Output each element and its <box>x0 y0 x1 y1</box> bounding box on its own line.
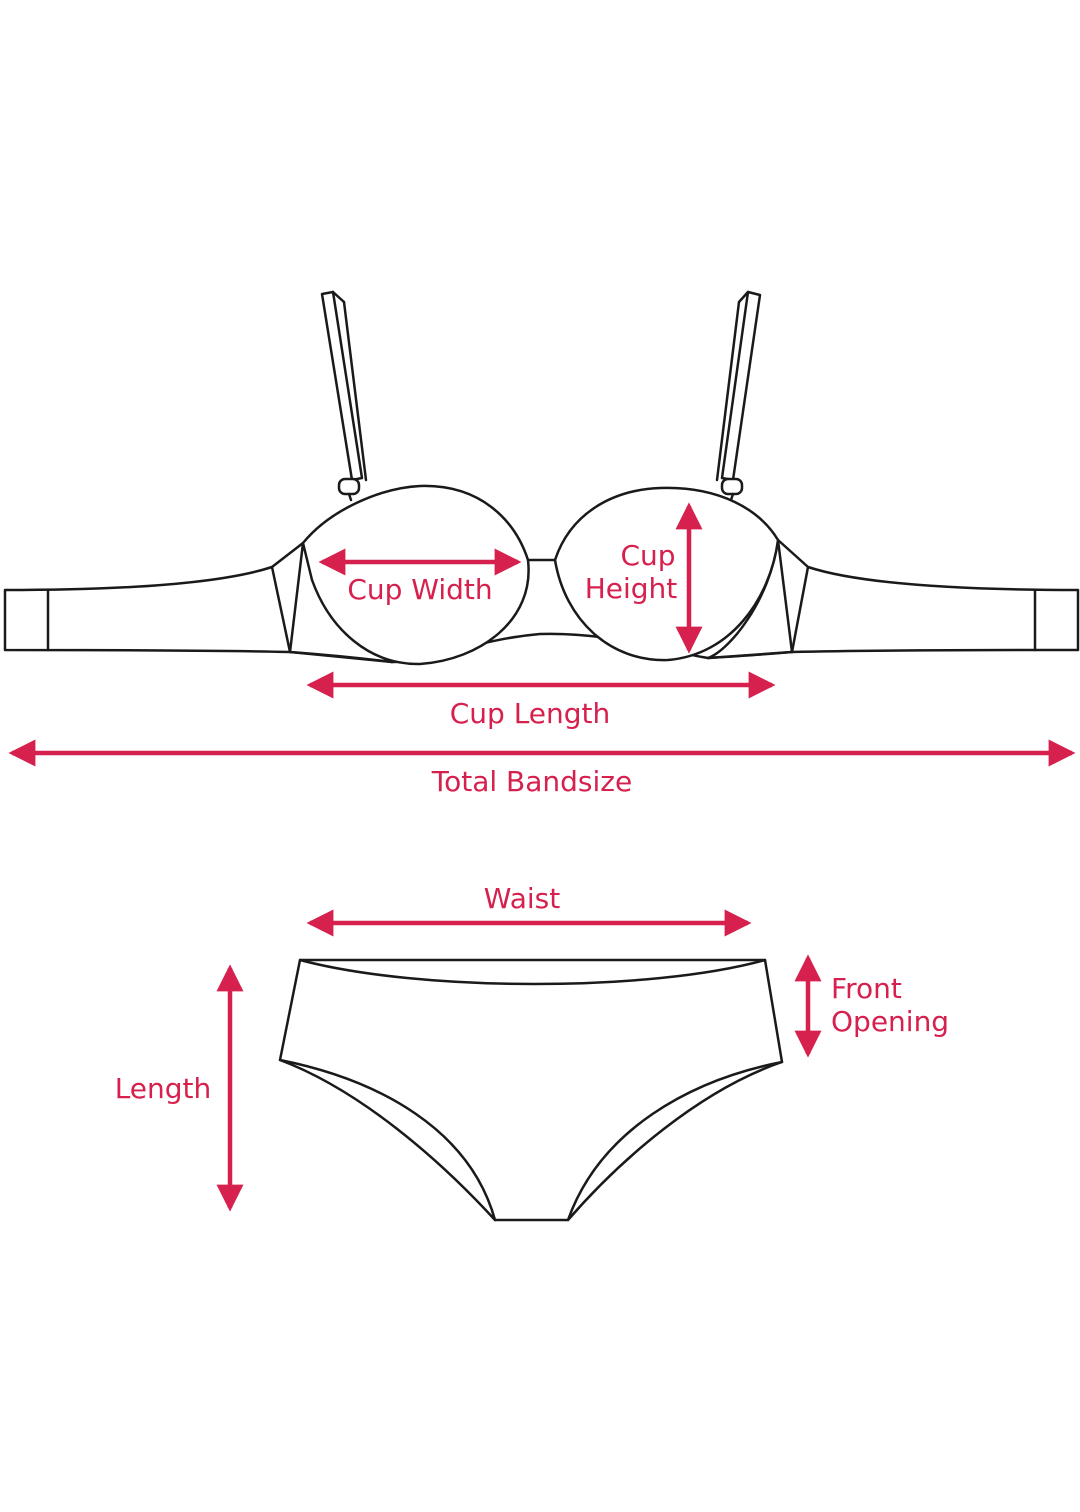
brief-right-leg-opening <box>566 1060 784 1222</box>
waist-label: Waist <box>484 882 560 915</box>
brief-body <box>278 958 784 1222</box>
cup-width-label: Cup Width <box>347 573 492 606</box>
cup-height-label-line2: Height <box>585 572 678 605</box>
brief-left-leg-opening <box>278 1058 497 1222</box>
cup-height-label-line1: Cup <box>620 539 675 572</box>
cup-length-label: Cup Length <box>450 697 611 730</box>
front-opening-label-line2: Opening <box>831 1005 949 1038</box>
brief-illustration <box>278 958 784 1222</box>
total-bandsize-label: Total Bandsize <box>431 765 632 798</box>
brief-waistband <box>298 958 767 986</box>
dimension-labels: Cup Width Cup Height Cup Length Total Ba… <box>115 539 949 1105</box>
bra-illustration <box>3 290 1080 666</box>
right-cup <box>553 486 780 662</box>
left-band <box>3 541 305 654</box>
length-label: Length <box>115 1072 212 1105</box>
front-opening-label-line1: Front <box>831 972 902 1005</box>
left-strap <box>320 290 368 502</box>
right-strap <box>715 290 762 502</box>
left-strap-slider <box>337 477 361 496</box>
right-band <box>776 538 1080 654</box>
dimension-arrows <box>8 502 1076 1212</box>
right-strap-slider <box>720 477 744 496</box>
